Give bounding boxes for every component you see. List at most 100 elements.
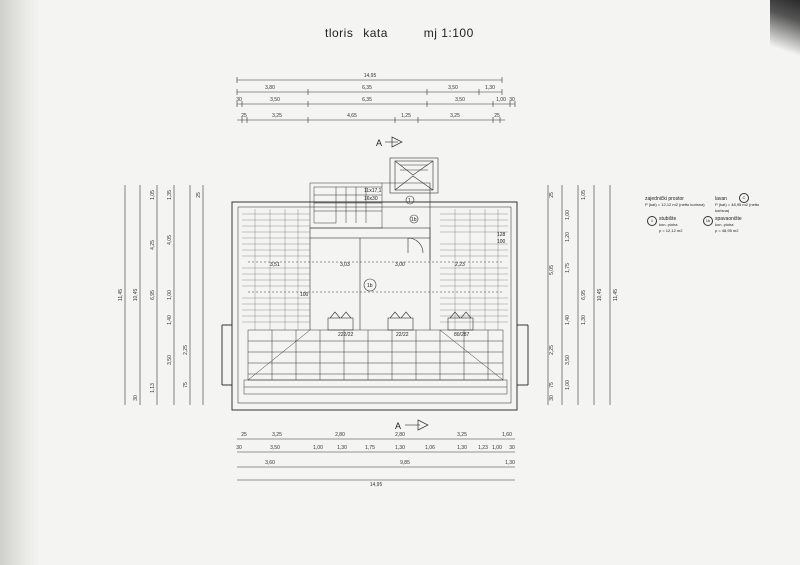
dormer-windows [327, 311, 474, 331]
legend-item2-symbol: 1b [703, 216, 713, 226]
section-label-bottom: A [395, 421, 401, 431]
dim-bot-r2-7: 1,06 [425, 445, 435, 451]
roof-hatching-left [242, 209, 310, 330]
loft-num-top: 1b [411, 217, 417, 223]
loft-num: 1b [367, 283, 373, 289]
dim-top-r3-4: 3,50 [455, 97, 465, 103]
dim-right-11: 2,25 [549, 345, 555, 355]
dim-bot-r3-1: 3,60 [265, 460, 275, 466]
dim-bot-r1-5: 3,25 [457, 432, 467, 438]
dim-bot-r2-10: 1,00 [492, 445, 502, 451]
dim-top-r3-5: 1,00 [496, 97, 506, 103]
legend-total-label: zajednički prostor [645, 196, 684, 202]
stair-label-2: 16x30 [364, 196, 378, 202]
dim-top-r4-4: 1,25 [401, 113, 411, 119]
loft-marker-top [409, 214, 419, 224]
dim-bot-total: 14,95 [370, 482, 383, 488]
dim-right-15: 75 [549, 382, 555, 388]
dim-right-7: 1,00 [565, 210, 571, 220]
dim-a: 3,03 [340, 262, 350, 268]
dim-top-r2-3: 3,50 [448, 85, 458, 91]
dim-bot-r3-2: 9,85 [400, 460, 410, 466]
roof-hatching-right [440, 209, 508, 330]
dim-top-r2-4: 1,30 [485, 85, 495, 91]
dim-right-3: 6,95 [581, 290, 587, 300]
dim-bot-r2-5: 1,75 [365, 445, 375, 451]
section-label-top: A [376, 138, 382, 148]
scan-binding-edge [0, 0, 40, 565]
building-outline [231, 201, 518, 411]
hall-marker [405, 195, 415, 205]
dim-bot-r2-2: 3,50 [270, 445, 280, 451]
dim-left-11: 1,05 [150, 190, 156, 200]
dim-bot-r3-3: 1,30 [505, 460, 515, 466]
dim-top-r3-3: 6,35 [362, 97, 372, 103]
legend-balcony-label: lavan [715, 196, 727, 202]
dim-b: 3,00 [395, 262, 405, 268]
title-word-1: tloris [325, 26, 354, 40]
dim-left-2: 10,45 [133, 289, 139, 302]
staircase [309, 182, 383, 229]
dim-right-total: 11,45 [613, 289, 619, 301]
dim-c: 2,23 [455, 262, 465, 268]
section-marker-top: A [376, 136, 403, 148]
dim-left-4: 4,05 [167, 235, 173, 245]
dim-right-9: 1,30 [581, 315, 587, 325]
hall-num: 1 [408, 198, 411, 204]
dim-bot-r1-6: 1,60 [502, 432, 512, 438]
drawing-title: tloris kata mj 1:100 [325, 26, 480, 40]
dim-right-14: 25 [549, 192, 555, 198]
dim-bot-r1-2: 3,25 [272, 432, 282, 438]
dim-f: 100 [300, 292, 309, 298]
title-scale: mj 1:100 [423, 26, 474, 40]
legend-item1-label: stubište [659, 216, 677, 222]
dim-left-14: 75 [183, 382, 189, 388]
legend-item2-sub: kon. ploha [715, 222, 734, 227]
dim-right-6: 1,20 [565, 232, 571, 242]
dim-top-r4-5: 3,25 [450, 113, 460, 119]
dim-top-r4-3: 4,65 [347, 113, 357, 119]
legend-item2-value: p = 48,95 m2 [715, 228, 739, 233]
dim-left-9: 2,25 [183, 345, 189, 355]
dim-top-r2-2: 6,35 [362, 85, 372, 91]
door-3: 80/287 [454, 332, 470, 338]
room-marker-1b [363, 278, 377, 292]
dim-bot-r2-1: 30 [236, 445, 242, 451]
dim-right-2: 10,45 [597, 289, 603, 302]
dim-g: 3,51 [270, 262, 280, 268]
dim-left-13: 25 [196, 192, 202, 198]
dim-left-12: 1,35 [167, 190, 173, 200]
balcony-zone [243, 329, 508, 395]
dim-top-r3-2: 3,50 [270, 97, 280, 103]
scan-corner-shadow [770, 0, 800, 60]
dim-left-total: 11,45 [118, 289, 124, 301]
dim-bot-r1-4: 2,80 [395, 432, 405, 438]
dim-top-total: 14,95 [364, 73, 377, 79]
dim-right-5: 1,75 [565, 263, 571, 273]
dim-bot-r2-3: 1,00 [313, 445, 323, 451]
dim-bot-r2-8: 1,30 [457, 445, 467, 451]
door-strip [309, 227, 431, 239]
legend-total-value: P (kat) = 12,12 m2 (netto korisna) [645, 202, 705, 207]
dim-left-15: 30 [133, 395, 139, 401]
dim-d: 128 [497, 232, 506, 238]
dim-bot-r2-11: 30 [509, 445, 515, 451]
dim-left-7: 1,40 [167, 315, 173, 325]
dim-left-3: 6,95 [150, 290, 156, 300]
dim-right-4: 5,05 [549, 265, 555, 275]
legend-balcony-value: P (kat) = 48,95 m2 (netto korisna) [715, 202, 760, 213]
dim-top-r4-1: 25 [241, 113, 247, 119]
dim-right-8: 1,40 [565, 315, 571, 325]
dim-top-r3-6: 30 [509, 97, 515, 103]
dim-e: 100 [497, 239, 506, 245]
dim-bot-r1-1: 25 [241, 432, 247, 438]
legend-item2-label: spavaonište [715, 216, 742, 222]
dim-left-10: 1,13 [150, 383, 156, 393]
dim-right-16: 30 [549, 395, 555, 401]
dim-top-r3-1: 30 [236, 97, 242, 103]
dim-right-10: 3,50 [565, 355, 571, 365]
legend-item1-value: p = 12,12 m2 [659, 228, 683, 233]
dim-bot-r2-9: 1,23 [478, 445, 488, 451]
title-word-2: kata [363, 26, 388, 40]
